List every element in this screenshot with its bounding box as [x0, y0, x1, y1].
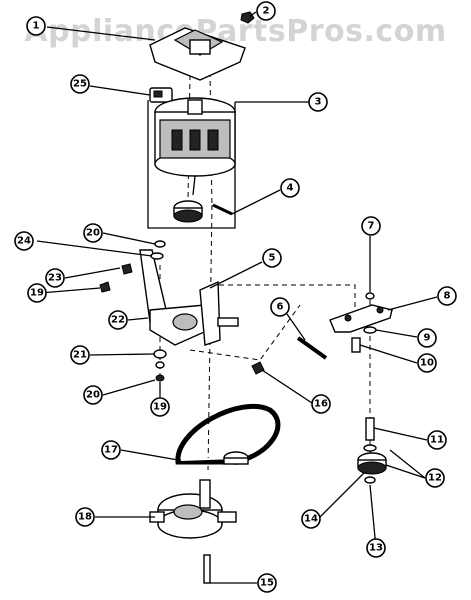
- callout-24: 24: [14, 231, 34, 251]
- callout-21-label: 21: [73, 350, 87, 361]
- callout-20-lower: 20: [83, 385, 103, 405]
- callout-5: 5: [262, 248, 282, 268]
- part-screw-2: [240, 11, 255, 24]
- callout-20-lower-label: 20: [86, 390, 100, 401]
- callout-18: 18: [75, 507, 95, 527]
- part-stud-11: [365, 417, 375, 441]
- part-motor: [154, 97, 236, 196]
- part-washer-9: [363, 326, 377, 334]
- callout-19-upper: 19: [27, 283, 47, 303]
- callout-6-label: 6: [277, 302, 284, 313]
- callout-16-label: 16: [314, 399, 328, 410]
- part-mount-bracket: [139, 249, 239, 346]
- part-belt: [175, 403, 281, 465]
- callout-1-label: 1: [33, 21, 40, 32]
- callout-13: 13: [366, 538, 386, 558]
- part-pin-15: [203, 554, 211, 584]
- callout-3: 3: [308, 92, 328, 112]
- callout-21: 21: [70, 345, 90, 365]
- callout-7-label: 7: [368, 221, 375, 232]
- part-key: [212, 203, 233, 216]
- callout-17-label: 17: [104, 445, 118, 456]
- callout-11: 11: [427, 430, 447, 450]
- callout-25: 25: [70, 74, 90, 94]
- part-idler-arm: [329, 304, 393, 333]
- callout-16: 16: [311, 394, 331, 414]
- callout-12: 12: [425, 468, 445, 488]
- callout-19-upper-label: 19: [30, 288, 44, 299]
- callout-24-label: 24: [17, 236, 31, 247]
- callout-14: 14: [301, 509, 321, 529]
- callout-7: 7: [361, 216, 381, 236]
- callout-12-label: 12: [428, 473, 442, 484]
- callout-17: 17: [101, 440, 121, 460]
- callout-22-label: 22: [111, 315, 125, 326]
- callout-9-label: 9: [424, 333, 431, 344]
- callout-8: 8: [437, 286, 457, 306]
- part-motor-pulley: [173, 200, 203, 223]
- part-pump: [149, 479, 237, 539]
- callout-13-label: 13: [369, 543, 383, 554]
- callout-20-upper: 20: [83, 223, 103, 243]
- part-hardware-left: [99, 240, 167, 382]
- callout-10: 10: [417, 353, 437, 373]
- leader-lines: [36, 11, 438, 584]
- callout-1: 1: [26, 16, 46, 36]
- part-top-mount: [149, 27, 246, 81]
- watermark: AppliancePartsPros.com: [24, 14, 447, 49]
- callout-15-label: 15: [260, 578, 274, 589]
- part-screw-13: [251, 361, 265, 375]
- part-switch: [149, 87, 173, 103]
- callout-10-label: 10: [420, 358, 434, 369]
- callout-2-label: 2: [263, 6, 270, 17]
- callout-4-label: 4: [287, 183, 294, 194]
- callout-18-label: 18: [78, 512, 92, 523]
- part-idler-pulley: [357, 444, 387, 484]
- callout-11-label: 11: [430, 435, 444, 446]
- callout-20-upper-label: 20: [86, 228, 100, 239]
- callout-15: 15: [257, 573, 277, 593]
- callout-22: 22: [108, 310, 128, 330]
- callout-19-lower-label: 19: [153, 402, 167, 413]
- callout-4: 4: [280, 178, 300, 198]
- part-washer-7: [365, 292, 375, 300]
- callout-25-label: 25: [73, 79, 87, 90]
- callout-5-label: 5: [269, 253, 276, 264]
- callout-3-label: 3: [315, 97, 322, 108]
- callout-19-lower: 19: [150, 397, 170, 417]
- callout-23-label: 23: [48, 273, 62, 284]
- callout-9: 9: [417, 328, 437, 348]
- callout-14-label: 14: [304, 514, 318, 525]
- callout-8-label: 8: [444, 291, 451, 302]
- part-bolt-10: [351, 337, 361, 353]
- callout-6: 6: [270, 297, 290, 317]
- callout-2: 2: [256, 1, 276, 21]
- part-rod: [296, 336, 328, 360]
- callout-23: 23: [45, 268, 65, 288]
